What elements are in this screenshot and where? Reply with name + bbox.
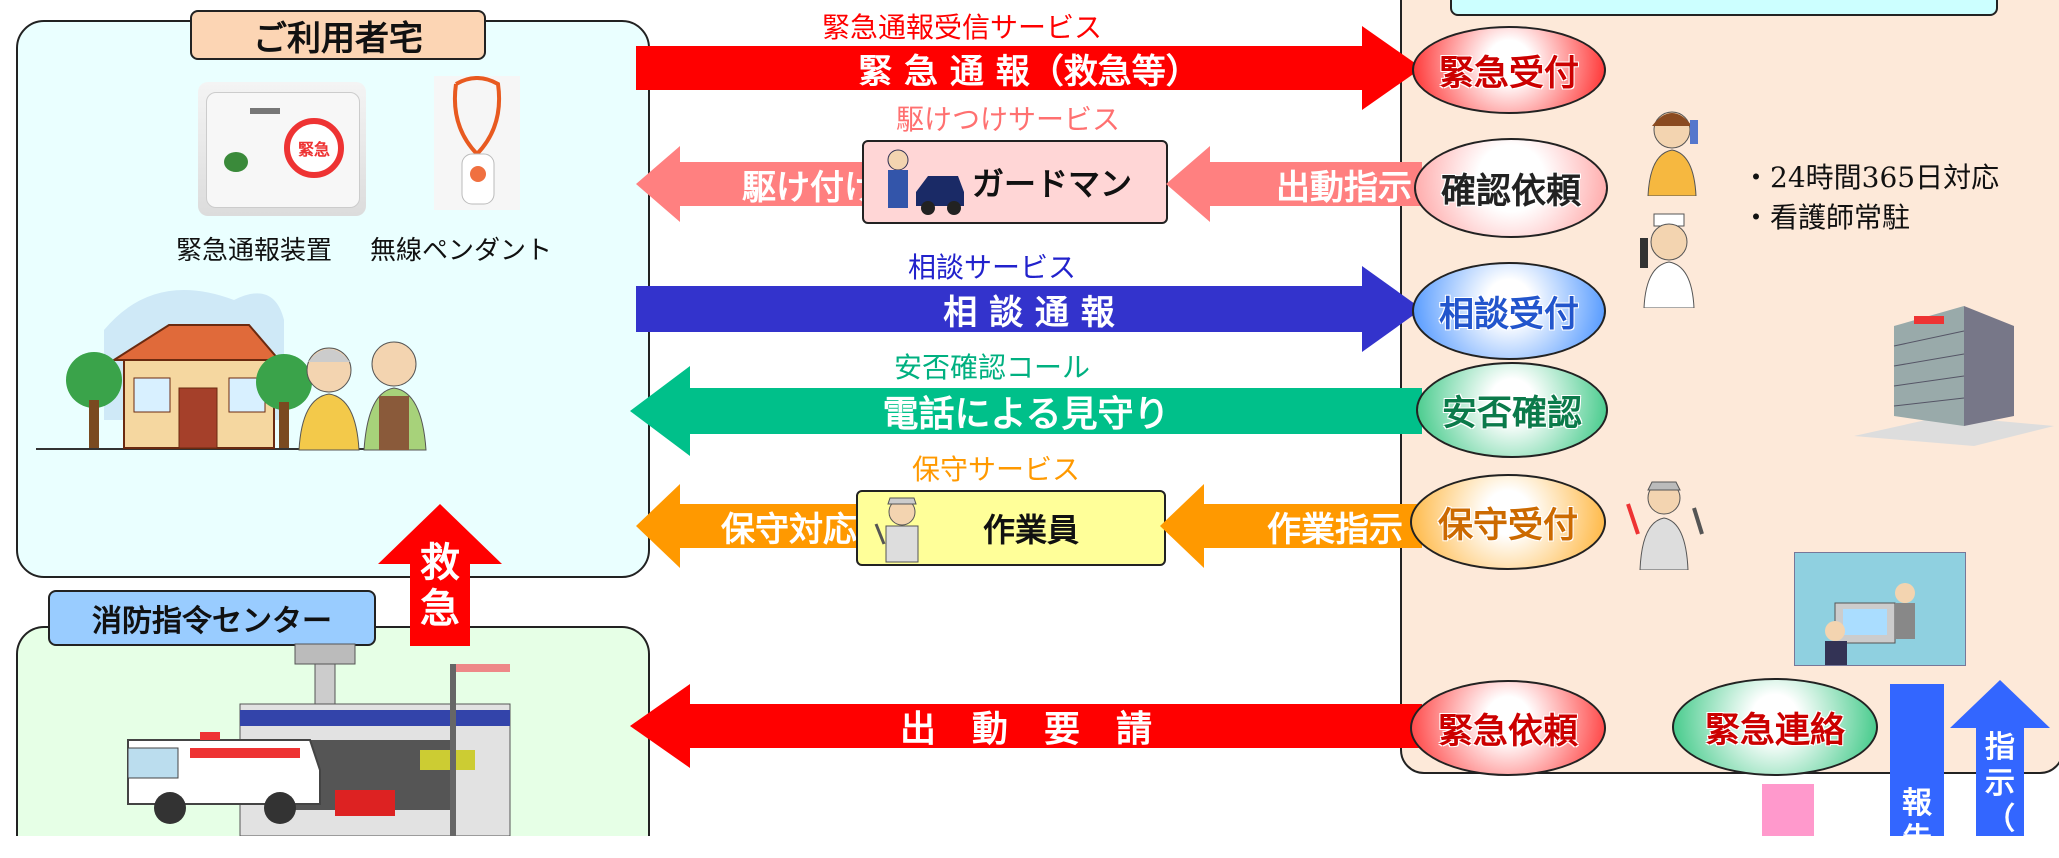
instruction-label: 指 示 （ — [1976, 730, 2024, 838]
report-char-2: 告 — [1902, 822, 1932, 857]
technician-icon — [1620, 474, 1710, 571]
feature-nurse: ・看護師常駐 — [1742, 201, 1911, 234]
maintenance-out-label: 保守対応 — [721, 509, 857, 550]
emergency-device-label: 緊急通報装置 — [176, 236, 333, 266]
rush-service-caption: 駆けつけサービス — [896, 103, 1121, 136]
safety-call-arrow: 電話による見守り — [630, 366, 1422, 456]
ambulance-char-2: 急 — [420, 585, 460, 632]
ambulance-char-1: 救 — [420, 539, 460, 586]
work-order-label: 作業指示 — [1267, 509, 1403, 550]
safety-call-label: 電話による見守り — [882, 393, 1170, 435]
instruction-char-1: 指 — [1985, 730, 2015, 765]
maintenance-service-caption: 保守サービス — [912, 453, 1081, 486]
worker-icon — [870, 494, 934, 564]
feature-24h: ・24時間365日対応 — [1742, 161, 2000, 194]
center-header-tab — [1450, 0, 1998, 16]
instruction-char-2: 示 — [1985, 766, 2015, 801]
emergency-device-image: 緊急 — [198, 82, 366, 216]
guardman-icon — [874, 146, 966, 220]
emergency-reception-oval: 緊急受付 — [1412, 26, 1606, 114]
fire-station-illustration — [120, 640, 520, 837]
consult-service-caption: 相談サービス — [908, 251, 1077, 284]
emergency-request-oval: 緊急依頼 — [1410, 680, 1606, 776]
maintenance-reception-oval: 保守受付 — [1410, 474, 1606, 570]
safety-service-caption: 安否確認コール — [894, 351, 1091, 384]
worker-label: 作業員 — [982, 511, 1079, 549]
operator-woman-icon — [1634, 104, 1710, 197]
device-emergency-button: 緊急 — [284, 118, 344, 178]
wireless-pendant-label: 無線ペンダント — [370, 236, 553, 266]
emergency-report-label: 緊 急 通 報（救急等） — [858, 51, 1200, 92]
report-pink-marker — [1762, 784, 1814, 836]
dispatch-order-arrow: 出動指示 — [1166, 146, 1422, 222]
ambulance-arrow-label: 救 急 — [410, 540, 470, 632]
instruction-up-arrow — [1950, 680, 2050, 836]
emergency-service-caption: 緊急通報受信サービス — [822, 11, 1103, 44]
dispatch-request-label: 出 動 要 請 — [899, 708, 1152, 750]
dispatch-order-label: 出動指示 — [1276, 167, 1412, 208]
instruction-char-3: （ — [1985, 802, 2015, 837]
safety-check-oval: 安否確認 — [1416, 362, 1608, 458]
fire-center-title: 消防指令センター — [48, 590, 376, 646]
consult-report-label: 相 談 通 報 — [943, 292, 1115, 333]
guardman-label: ガードマン — [971, 165, 1132, 203]
worker-box: 作業員 — [856, 490, 1166, 566]
consult-reception-oval: 相談受付 — [1412, 262, 1606, 360]
ambulance-up-arrow — [378, 504, 502, 646]
report-bar — [1890, 684, 1944, 836]
emergency-contact-oval: 緊急連絡 — [1672, 678, 1878, 776]
rush-out-label: 駆け付け — [742, 167, 878, 208]
consult-report-arrow: 相 談 通 報 — [636, 266, 1422, 352]
wireless-pendant-image — [434, 76, 520, 210]
dispatch-request-arrow: 出 動 要 請 — [630, 684, 1422, 768]
operator-room-illustration — [1794, 552, 1966, 666]
guardman-box: ガードマン — [862, 140, 1168, 224]
work-order-arrow: 作業指示 — [1160, 484, 1422, 568]
maintenance-out-arrow: 保守対応 — [636, 484, 862, 568]
report-label: 報 告 — [1890, 786, 1944, 858]
rush-out-arrow: 駆け付け — [636, 146, 878, 222]
nurse-icon — [1632, 212, 1704, 309]
confirm-request-oval: 確認依頼 — [1414, 138, 1608, 238]
report-char-1: 報 — [1902, 786, 1932, 821]
house-illustration — [34, 270, 434, 460]
emergency-report-arrow: 緊 急 通 報（救急等） — [636, 26, 1422, 110]
center-building-icon — [1854, 276, 2054, 446]
user-home-title: ご利用者宅 — [190, 10, 486, 60]
